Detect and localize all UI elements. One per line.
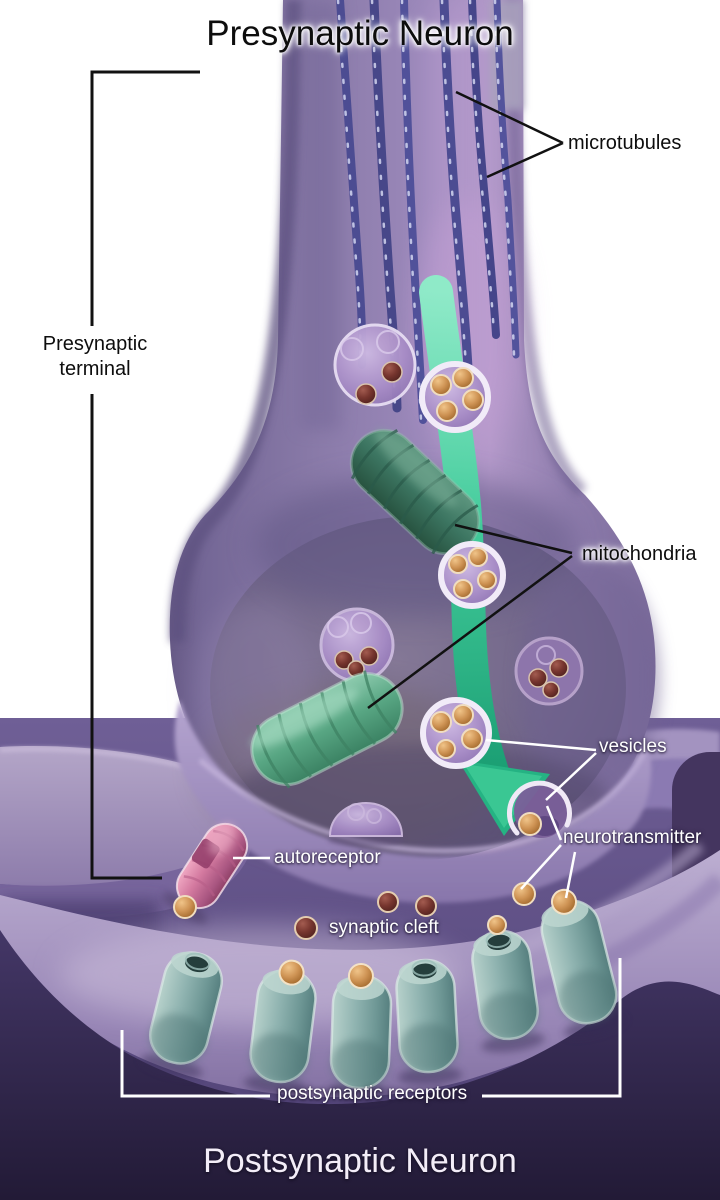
presynaptic-terminal-bracket (90, 70, 200, 880)
mitochondrion-upper (349, 428, 481, 556)
vesicle-orange-lower (420, 697, 492, 769)
receptor-5 (471, 929, 545, 1053)
postsynaptic-dark-base (0, 930, 720, 1200)
receptor-4 (395, 958, 463, 1086)
postsynaptic-receptors-label: postsynaptic receptors (277, 1083, 468, 1104)
vesicles-pointer (485, 738, 597, 801)
microtubules-label: microtubules (568, 132, 682, 154)
mitochondria-label: mitochondria (582, 543, 697, 565)
synaptic-cleft-label: synaptic cleft (329, 917, 439, 938)
mitochondria-pointer (367, 523, 573, 710)
presynaptic-membrane-lip (174, 700, 652, 903)
mitochondrion-lower (250, 670, 404, 789)
neurotransmitter-label: neurotransmitter (563, 827, 702, 848)
vesicles-label: vesicles (599, 736, 667, 757)
neurotransmitter-molecules (294, 882, 536, 940)
receptor-1 (140, 951, 223, 1078)
pointer-lines-white (120, 738, 622, 1098)
vesicle-purple-right (514, 636, 584, 706)
receptor-2 (243, 959, 317, 1096)
postsynaptic-receptors-row (140, 888, 627, 1102)
postsynaptic-neuron-title: Postsynaptic Neuron (203, 1142, 517, 1180)
microtubules-pointer (455, 90, 564, 179)
neurotransmitter-pointer (520, 805, 577, 899)
presynaptic-terminal-label: Presynaptic terminal (42, 333, 148, 380)
autoreceptor-label: autoreceptor (274, 847, 381, 868)
vesicle-docked-dome (328, 802, 404, 847)
vesicle-orange-middle (438, 541, 506, 609)
vesicle-purple-upper (333, 323, 417, 407)
receptor-6 (540, 888, 627, 1038)
vesicle-purple-left (319, 607, 395, 683)
receptor-3 (326, 962, 393, 1102)
autoreceptor-capsule (162, 822, 249, 924)
pointer-lines-black (90, 70, 573, 880)
vesicle-orange-upper (419, 361, 491, 433)
postsynaptic-receptors-bracket (120, 958, 622, 1098)
presynaptic-neuron-title: Presynaptic Neuron (206, 14, 514, 53)
